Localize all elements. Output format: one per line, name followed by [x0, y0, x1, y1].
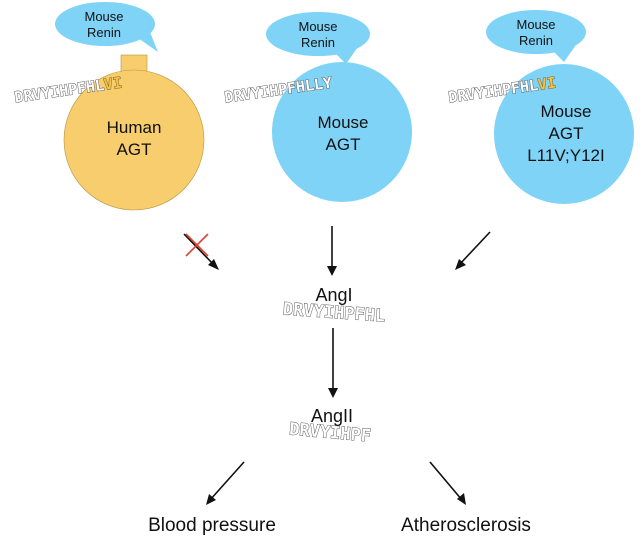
renin-blob-2: Mouse Renin	[266, 12, 370, 64]
variant-label-line3: L11V;Y12I	[527, 146, 605, 165]
renin-blob-1: Mouse Renin	[55, 2, 158, 52]
outcome-atherosclerosis: Atherosclerosis	[401, 515, 531, 536]
renin-label-3a: Mouse	[516, 17, 555, 32]
renin-label-3b: Renin	[519, 33, 553, 48]
construct-human-agt: Human AGT Mouse Renin DRVYIHPFHLVI	[13, 2, 205, 211]
renin-blob-3: Mouse Renin	[486, 10, 586, 62]
angI-label: AngI	[315, 285, 352, 305]
human-agt-label-line1: Human	[107, 118, 162, 137]
renin-label-2a: Mouse	[298, 19, 337, 34]
arrow-mouse-to-angI	[327, 226, 337, 276]
renin-pointer-1	[138, 32, 158, 52]
block-x-icon	[185, 233, 209, 257]
arrow-to-atherosclerosis	[429, 461, 466, 505]
renin-label-1a: Mouse	[84, 9, 123, 24]
variant-label-line2: AGT	[549, 124, 584, 143]
peptide-variant-tail: VI	[537, 74, 557, 94]
angII-peptide: DRVYIHPF	[288, 419, 371, 446]
arrow-human-to-angI	[183, 233, 219, 270]
variant-label-line1: Mouse	[540, 102, 591, 121]
renin-shape-1	[55, 2, 155, 46]
human-agt-label-line2: AGT	[117, 140, 152, 159]
arrow-variant-to-angI	[455, 231, 491, 270]
construct-mouse-agt: Mouse AGT Mouse Renin DRVYIHPFHLLY	[223, 12, 412, 202]
renin-label-1b: Renin	[87, 25, 121, 40]
human-agt-circle	[63, 69, 205, 211]
construct-mouse-agt-variant: Mouse AGT L11V;Y12I Mouse Renin DRVYIHPF…	[447, 10, 634, 204]
renin-shape-2	[266, 12, 370, 56]
mouse-agt-label-line1: Mouse	[317, 113, 368, 132]
mouse-agt-label-line2: AGT	[326, 135, 361, 154]
renin-shape-3	[486, 10, 586, 54]
outcome-blood-pressure: Blood pressure	[148, 515, 276, 536]
renin-pointer-2	[330, 44, 360, 64]
mouse-agt-variant-circle	[494, 64, 634, 204]
arrow-to-blood-pressure	[206, 461, 245, 505]
angI-peptide: DRVYIHPFHL	[282, 299, 386, 326]
renin-pointer-3	[548, 42, 578, 62]
arrow-angI-to-angII	[328, 328, 338, 398]
peptide-human-tail: VI	[103, 74, 123, 94]
angII-label: AngII	[311, 406, 353, 426]
renin-label-2b: Renin	[301, 35, 335, 50]
mouse-agt-circle	[272, 62, 412, 202]
